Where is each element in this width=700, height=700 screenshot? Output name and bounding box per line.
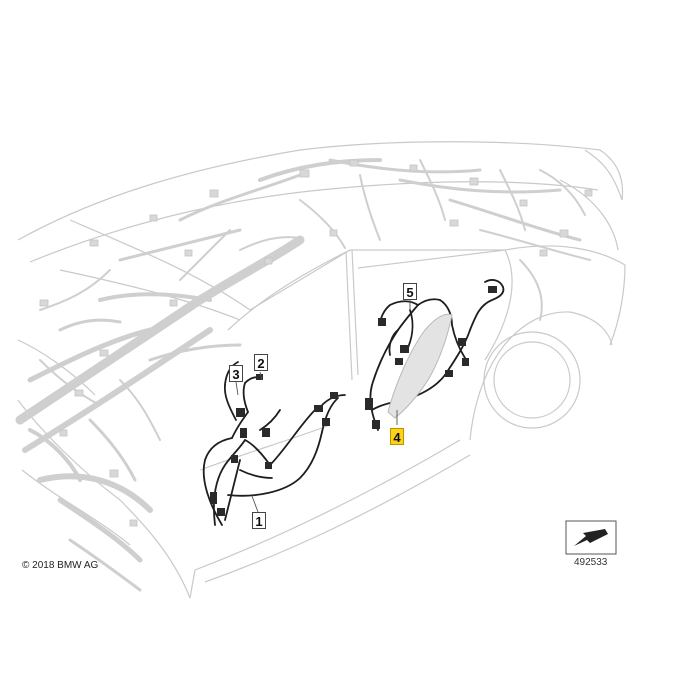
callout-3: 3 xyxy=(229,365,243,382)
background-connectors xyxy=(39,159,593,527)
background-harness xyxy=(15,158,591,592)
callout-4: 4 xyxy=(390,428,404,445)
callout-1: 1 xyxy=(252,512,266,529)
callout-2: 2 xyxy=(254,354,268,371)
copyright-text: © 2018 BMW AG xyxy=(22,560,99,571)
rear-door-connectors xyxy=(365,286,497,429)
callout-5: 5 xyxy=(403,283,417,300)
callout-leaders xyxy=(235,300,411,513)
front-door-harness xyxy=(202,361,346,526)
front-door-connectors xyxy=(210,374,338,516)
reference-number: 492533 xyxy=(574,557,608,568)
rear-door-trim-panel xyxy=(387,313,453,419)
view-direction-arrow-icon xyxy=(565,520,617,555)
car-body-outline xyxy=(17,141,626,599)
